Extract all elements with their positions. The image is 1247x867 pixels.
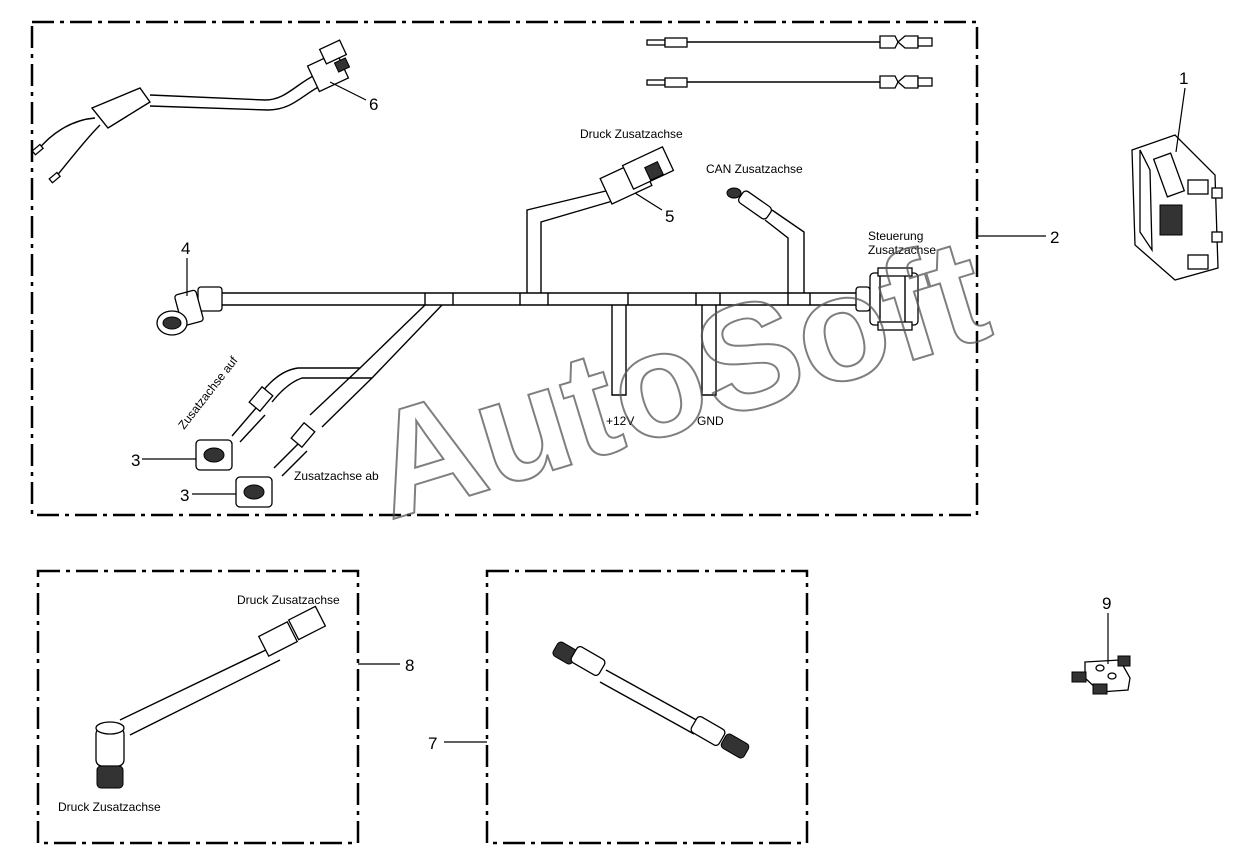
cable-8 xyxy=(95,605,327,789)
main-harness-2 xyxy=(156,146,919,508)
callout-8: 8 xyxy=(405,656,414,675)
label-kit8-druck-top: Druck Zusatzachse xyxy=(237,593,340,607)
fitting-9 xyxy=(1071,655,1131,695)
callout-9: 9 xyxy=(1102,594,1111,613)
callout-2: 2 xyxy=(1050,228,1059,247)
callout-3b: 3 xyxy=(180,486,189,505)
label-can-zusatzachse: CAN Zusatzachse xyxy=(706,162,803,176)
callout-4: 4 xyxy=(181,239,190,258)
watermark-autosoft: AutoSoft xyxy=(350,205,1005,551)
label-zusatzachse-ab: Zusatzachse ab xyxy=(294,469,379,483)
leader-5 xyxy=(634,192,663,211)
label-steuerung-zusatzachse: Zusatzachse xyxy=(868,243,936,257)
label-kit8-druck-bottom: Druck Zusatzachse xyxy=(58,800,161,814)
callout-5: 5 xyxy=(665,207,674,226)
label-druck-zusatzachse: Druck Zusatzachse xyxy=(580,127,683,141)
callout-1: 1 xyxy=(1179,69,1188,88)
kit-8-frame xyxy=(36,569,360,845)
label-plus-12v: +12V xyxy=(606,414,634,428)
callout-6: 6 xyxy=(369,95,378,114)
leader-6 xyxy=(329,81,367,101)
jumper-wire-2 xyxy=(646,75,933,89)
callout-7: 7 xyxy=(428,734,437,753)
label-gnd: GND xyxy=(697,414,724,428)
jumper-wire-1 xyxy=(646,35,933,49)
label-steuerung: Steuerung xyxy=(868,229,923,243)
leader-1 xyxy=(1175,87,1186,153)
kit-2-frame xyxy=(30,20,979,517)
cable-6 xyxy=(31,39,351,184)
cable-7 xyxy=(552,641,750,759)
callout-3a: 3 xyxy=(131,451,140,470)
control-unit-1 xyxy=(1131,134,1223,281)
label-zusatzachse-auf: Zusatzachse auf xyxy=(175,353,241,432)
kit-7-frame xyxy=(485,569,809,845)
